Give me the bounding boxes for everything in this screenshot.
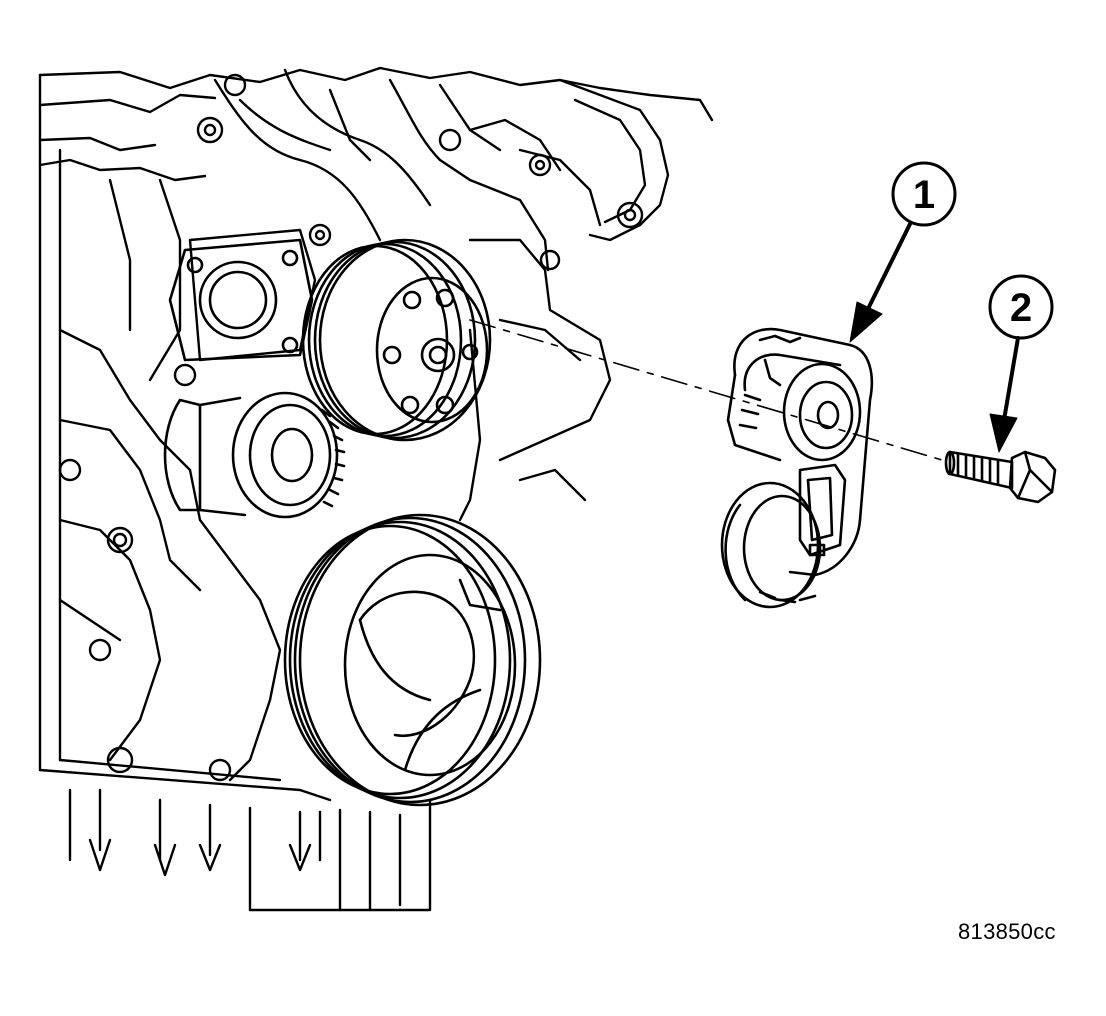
tensioner-bolt bbox=[944, 450, 1057, 504]
idler-pulley bbox=[163, 391, 346, 519]
engine-block bbox=[38, 66, 714, 912]
figure-reference-number: 813850cc bbox=[958, 919, 1056, 944]
belt-tensioner-assembly bbox=[720, 327, 874, 609]
callout-2-label: 2 bbox=[1010, 286, 1032, 330]
crankshaft-damper bbox=[283, 513, 542, 807]
thermostat-housing bbox=[168, 238, 314, 362]
callout-2 bbox=[988, 274, 1054, 453]
alignment-centerline bbox=[469, 319, 943, 461]
callout-1-label: 1 bbox=[913, 173, 935, 217]
water-pump-pulley bbox=[301, 238, 492, 442]
callout-1 bbox=[849, 161, 957, 343]
